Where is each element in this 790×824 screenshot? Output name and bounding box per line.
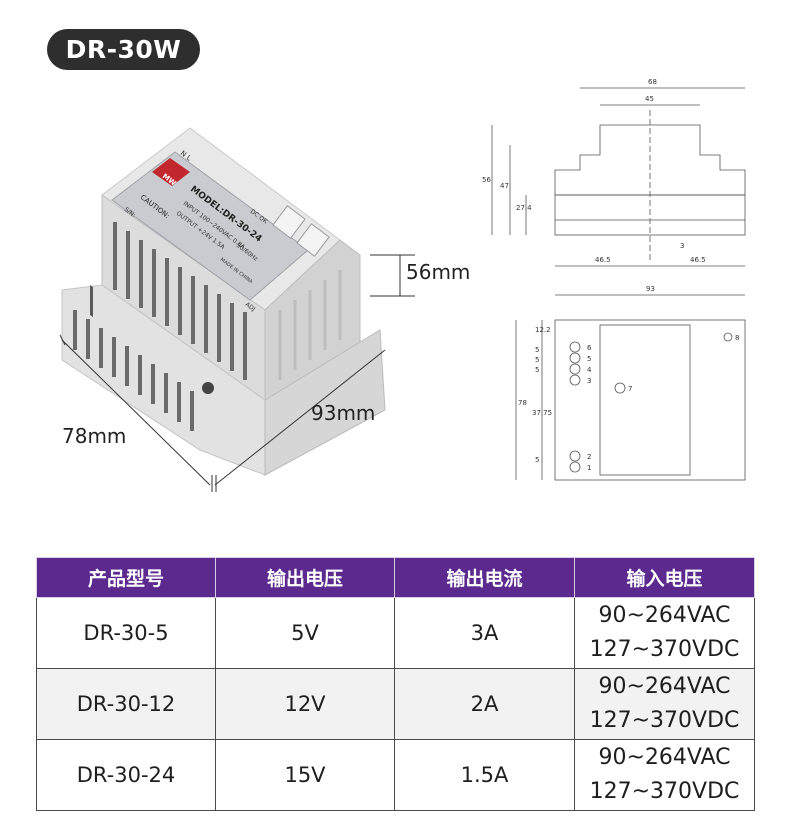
mark-8: 8 xyxy=(735,334,739,342)
dim-depth-label: 78mm xyxy=(62,424,127,448)
cell-current: 2A xyxy=(394,668,575,740)
header-input-voltage: 输入电压 xyxy=(574,557,755,598)
dim-47: 47 xyxy=(500,182,509,190)
cell-current: 3A xyxy=(394,597,575,669)
cell-input: 90~264VAC 127~370VDC xyxy=(574,739,755,811)
dim-27: 27.4 xyxy=(516,204,532,212)
technical-drawing: 68 45 56 47 27.4 46.5 46.5 3 93 78 12.2 … xyxy=(482,78,746,481)
input-ac: 90~264VAC xyxy=(598,745,731,770)
cell-model: DR-30-5 xyxy=(36,597,216,669)
header-model: 产品型号 xyxy=(36,557,216,598)
input-ac: 90~264VAC xyxy=(598,603,731,628)
terminal-block-icon xyxy=(272,205,306,239)
cell-model: DR-30-24 xyxy=(36,739,216,811)
input-ac: 90~264VAC xyxy=(598,674,731,699)
cell-input: 90~264VAC 127~370VDC xyxy=(574,597,755,669)
page-title-badge: DR-30W xyxy=(47,29,200,70)
dim-3: 3 xyxy=(680,242,684,250)
header-output-voltage: 输出电压 xyxy=(215,557,395,598)
input-dc: 127~370VDC xyxy=(589,708,740,733)
input-dc: 127~370VDC xyxy=(589,779,740,804)
dim-78: 78 xyxy=(518,399,527,407)
terminal-block-icon xyxy=(296,223,330,257)
dim-height-label: 56mm xyxy=(406,260,471,284)
pin-2: 2 xyxy=(587,453,591,461)
spec-table: 产品型号 输出电压 输出电流 输入电压 DR-30-5 5V 3A 90~264… xyxy=(36,557,755,811)
dim-5d: 5 xyxy=(535,456,539,464)
pin-1: 1 xyxy=(587,464,591,472)
page-title: DR-30W xyxy=(65,35,182,64)
table-row: DR-30-12 12V 2A 90~264VAC 127~370VDC xyxy=(36,668,755,740)
cell-input: 90~264VAC 127~370VDC xyxy=(574,668,755,740)
pin-5: 5 xyxy=(587,355,591,363)
dim-width-label: 93mm xyxy=(311,401,376,425)
adj-potentiometer-icon xyxy=(202,382,214,394)
header-output-current: 输出电流 xyxy=(394,557,575,598)
dim-5c: 5 xyxy=(535,366,539,374)
pin-6: 6 xyxy=(587,344,592,352)
dim-3775: 37.75 xyxy=(532,409,552,417)
cell-voltage: 12V xyxy=(215,668,395,740)
cell-current: 1.5A xyxy=(394,739,575,811)
input-dc: 127~370VDC xyxy=(589,637,740,662)
dim-93: 93 xyxy=(646,285,655,293)
dim-rail-left: 46.5 xyxy=(595,256,611,264)
cell-model: DR-30-12 xyxy=(36,668,216,740)
dim-inner: 45 xyxy=(645,95,654,103)
cell-voltage: 15V xyxy=(215,739,395,811)
table-row: DR-30-24 15V 1.5A 90~264VAC 127~370VDC xyxy=(36,739,755,811)
mark-7: 7 xyxy=(628,385,632,393)
cell-voltage: 5V xyxy=(215,597,395,669)
table-row: DR-30-5 5V 3A 90~264VAC 127~370VDC xyxy=(36,597,755,669)
dim-5a: 5 xyxy=(535,346,539,354)
pin-3: 3 xyxy=(587,377,591,385)
dim-56: 56 xyxy=(482,176,491,184)
dim-5b: 5 xyxy=(535,356,539,364)
dim-12: 12.2 xyxy=(535,326,551,334)
dim-overall: 68 xyxy=(648,78,657,86)
brand-logo xyxy=(152,158,190,186)
pin-4: 4 xyxy=(587,366,592,374)
product-image: MW MODEL:DR-30-24 CAUTION: INPUT 100~240… xyxy=(59,127,415,492)
table-header-row: 产品型号 输出电压 输出电流 输入电压 xyxy=(36,557,755,598)
dim-rail-right: 46.5 xyxy=(690,256,706,264)
